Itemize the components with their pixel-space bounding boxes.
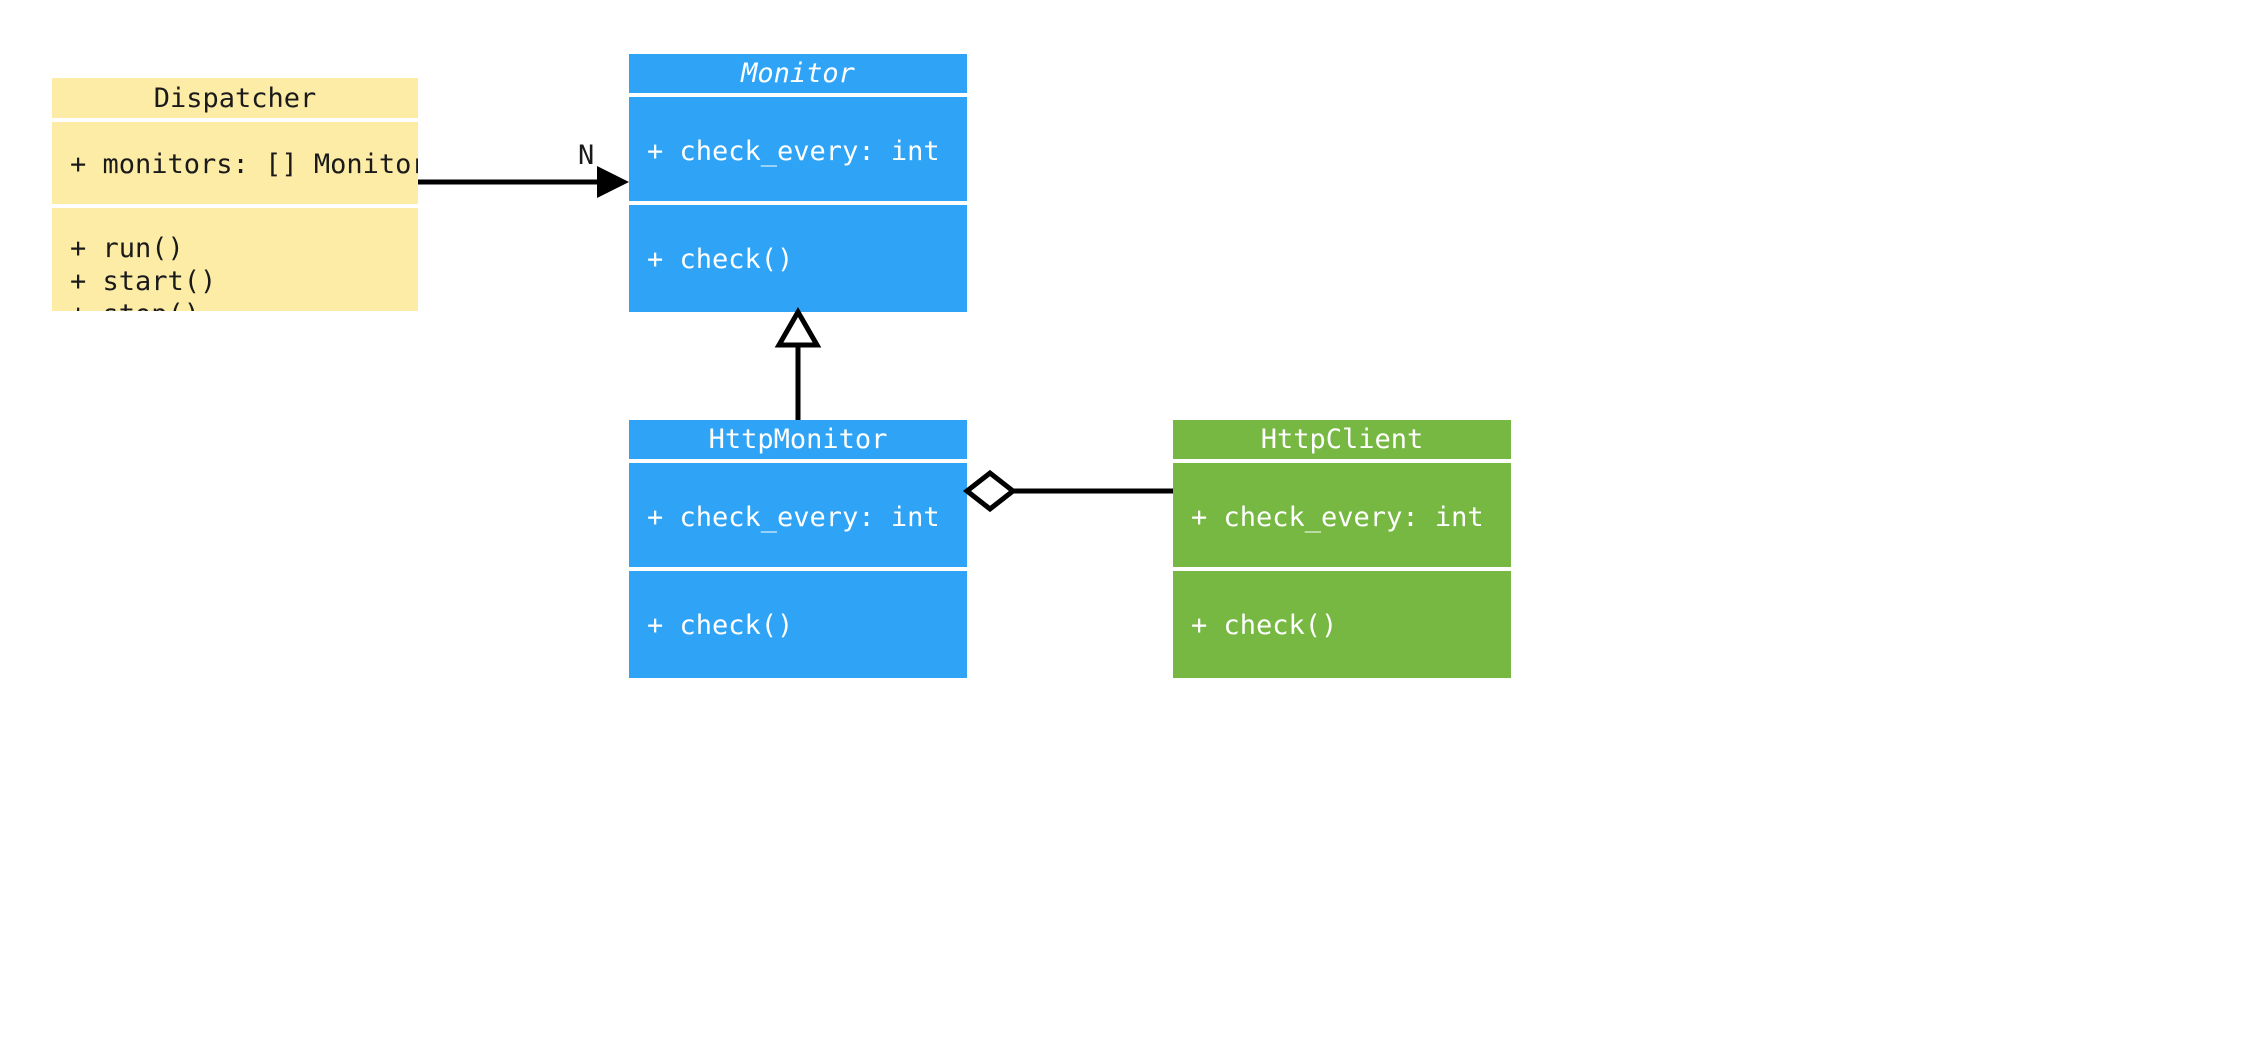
generalization-edge-httpmonitor-monitor — [774, 306, 822, 420]
class-name-monitor: Monitor — [741, 58, 855, 89]
class-box-dispatcher[interactable]: Dispatcher + monitors: [] Monitor + run(… — [52, 78, 418, 311]
class-attributes-compartment-monitor: + check_every: int — [629, 97, 967, 201]
attribute-list-httpmonitor: + check_every: int — [629, 501, 967, 534]
list-item: + check_every: int — [647, 136, 940, 167]
class-attributes-compartment-httpclient: + check_every: int — [1173, 463, 1511, 567]
class-box-httpclient[interactable]: HttpClient + check_every: int + check() — [1173, 420, 1511, 678]
list-item: + check() — [647, 610, 794, 641]
class-name-httpmonitor: HttpMonitor — [708, 424, 888, 455]
list-item: + check_every: int — [647, 502, 940, 533]
class-box-monitor[interactable]: Monitor + check_every: int + check() — [629, 54, 967, 312]
class-box-httpmonitor[interactable]: HttpMonitor + check_every: int + check() — [629, 420, 967, 678]
class-title-compartment-httpmonitor: HttpMonitor — [629, 420, 967, 459]
attribute-list-httpclient: + check_every: int — [1173, 501, 1511, 534]
list-item: + run() — [70, 233, 184, 264]
class-attributes-compartment-dispatcher: + monitors: [] Monitor — [52, 122, 418, 204]
attribute-list-dispatcher: + monitors: [] Monitor — [52, 148, 418, 181]
class-title-compartment-monitor: Monitor — [629, 54, 967, 93]
list-item: + start() — [70, 266, 217, 297]
list-item: + check() — [647, 244, 794, 275]
attribute-list-monitor: + check_every: int — [629, 135, 967, 168]
class-name-httpclient: HttpClient — [1260, 424, 1424, 455]
class-title-compartment-httpclient: HttpClient — [1173, 420, 1511, 459]
class-operations-compartment-httpclient: + check() — [1173, 571, 1511, 678]
class-attributes-compartment-httpmonitor: + check_every: int — [629, 463, 967, 567]
operation-list-dispatcher: + run() + start() + stop() — [52, 232, 418, 311]
operation-list-httpmonitor: + check() — [629, 609, 967, 642]
list-item: + stop() — [52, 298, 418, 311]
association-edge-dispatcher-monitor — [418, 166, 629, 198]
operation-list-httpclient: + check() — [1173, 609, 1511, 642]
class-title-compartment-dispatcher: Dispatcher — [52, 78, 418, 118]
operation-list-monitor: + check() — [629, 243, 967, 276]
list-item: + check_every: int — [1191, 502, 1484, 533]
association-multiplicity-label: N — [578, 140, 595, 171]
aggregation-edge-httpmonitor-httpclient — [962, 469, 1173, 513]
class-operations-compartment-monitor: + check() — [629, 205, 967, 312]
list-item: + check() — [1191, 610, 1338, 641]
list-item: + monitors: [] Monitor — [70, 149, 418, 180]
class-operations-compartment-httpmonitor: + check() — [629, 571, 967, 678]
class-name-dispatcher: Dispatcher — [153, 82, 317, 114]
class-operations-compartment-dispatcher: + run() + start() + stop() — [52, 208, 418, 311]
